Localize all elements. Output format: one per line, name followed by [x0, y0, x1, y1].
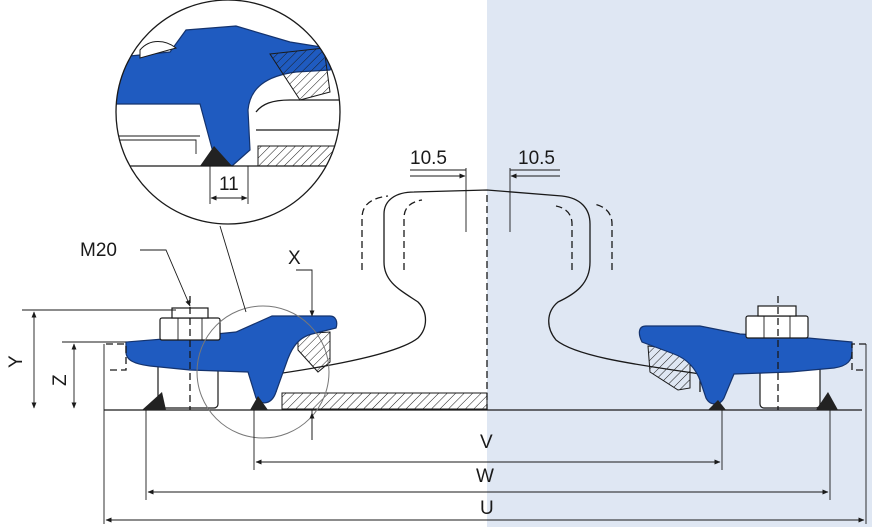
magnified-detail: 11 [115, 0, 341, 225]
bolt-leader [140, 249, 191, 307]
right-clip-body [638, 325, 853, 405]
rail-profile [275, 189, 701, 392]
z-label: Z [50, 374, 71, 386]
right-clip-assembly [638, 305, 866, 410]
detail-reference-circle [196, 305, 330, 439]
rail-pad [281, 392, 488, 410]
rail-wear-outline-left-2 [403, 199, 423, 270]
bolt-label: M20 [80, 240, 117, 261]
rail-wear-outline-left [361, 195, 389, 270]
y-label: Y [6, 355, 27, 368]
x-label: X [288, 248, 301, 269]
rail-wear-outline-right-2 [555, 205, 573, 270]
right-half-background [487, 0, 872, 527]
left-clip-body [125, 315, 338, 404]
offset-left-label: 10.5 [410, 148, 447, 169]
offset-right-label: 10.5 [518, 148, 555, 169]
x-leader [296, 269, 315, 317]
u-label: U [480, 498, 494, 519]
w-label: W [476, 466, 494, 487]
rail-wear-outline-right [593, 203, 613, 270]
v-label: V [480, 432, 493, 453]
detail-gap-label: 11 [219, 174, 239, 195]
